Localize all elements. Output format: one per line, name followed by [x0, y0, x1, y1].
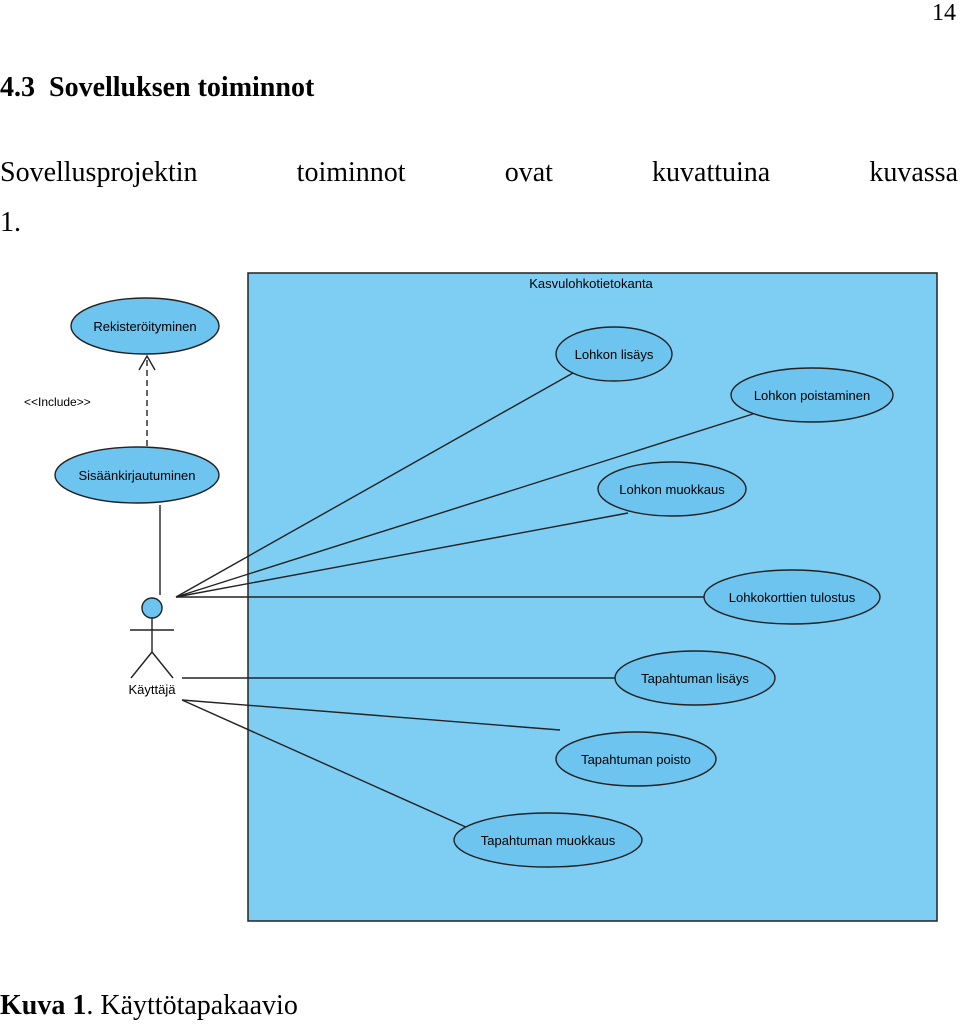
use-case-label: Lohkon muokkaus: [619, 482, 725, 497]
actor-head: [141, 597, 163, 619]
association-lines: [159, 372, 757, 829]
association-line: [181, 699, 469, 829]
paragraph-line-1: Sovellusprojektin toiminnot ovat kuvattu…: [0, 157, 958, 188]
association-line: [175, 372, 574, 598]
use-case-ellipse: [555, 731, 717, 787]
use-case-label: Lohkon poistaminen: [754, 388, 870, 403]
association-line: [175, 512, 629, 598]
use-case-ellipse: [70, 297, 220, 355]
actor-label: Käyttäjä: [129, 682, 177, 697]
association-line: [181, 699, 561, 731]
actor-right-leg: [151, 651, 174, 679]
actor-left-leg: [130, 651, 153, 679]
section-number: 4.3: [0, 72, 35, 103]
page-number: 14: [932, 0, 956, 26]
use-case-ellipse: [555, 326, 673, 382]
use-case-ellipse: [703, 569, 881, 625]
use-case-ellipse: [54, 446, 220, 504]
use-case-label: Lohkon lisäys: [575, 347, 654, 362]
association-line: [175, 412, 757, 598]
use-case-ellipse: [614, 650, 776, 706]
system-boundary-label: Kasvulohkotietokanta: [529, 276, 653, 291]
use-case-label: Lohkokorttien tulostus: [729, 590, 856, 605]
body-paragraph: Sovellusprojektin toiminnot ovat kuvattu…: [0, 148, 958, 248]
use-case-ellipse: [453, 812, 643, 868]
use-case-label: Sisäänkirjautuminen: [78, 468, 195, 483]
caption-label: Kuva 1: [0, 990, 87, 1021]
use-case-ellipse: [730, 367, 894, 423]
actor-figure: [130, 597, 174, 679]
figure-caption: Kuva 1. Käyttötapakaavio: [0, 990, 298, 1022]
section-heading: 4.3 Sovelluksen toiminnot: [0, 72, 314, 104]
use-case-label: Tapahtuman muokkaus: [481, 833, 616, 848]
include-arrowhead: [138, 354, 156, 371]
use-case-label: Tapahtuman lisäys: [641, 671, 749, 686]
paragraph-line-2: 1.: [0, 207, 21, 238]
use-case-label: Tapahtuman poisto: [581, 752, 691, 767]
include-label: <<Include>>: [24, 395, 91, 409]
use-case-diagram: Kasvulohkotietokanta <<Include>> Rekiste…: [24, 272, 938, 922]
use-case-label: Rekisteröityminen: [93, 319, 196, 334]
caption-text: . Käyttötapakaavio: [86, 990, 298, 1021]
section-title: Sovelluksen toiminnot: [49, 72, 315, 103]
use-case-ellipse: [597, 461, 747, 517]
